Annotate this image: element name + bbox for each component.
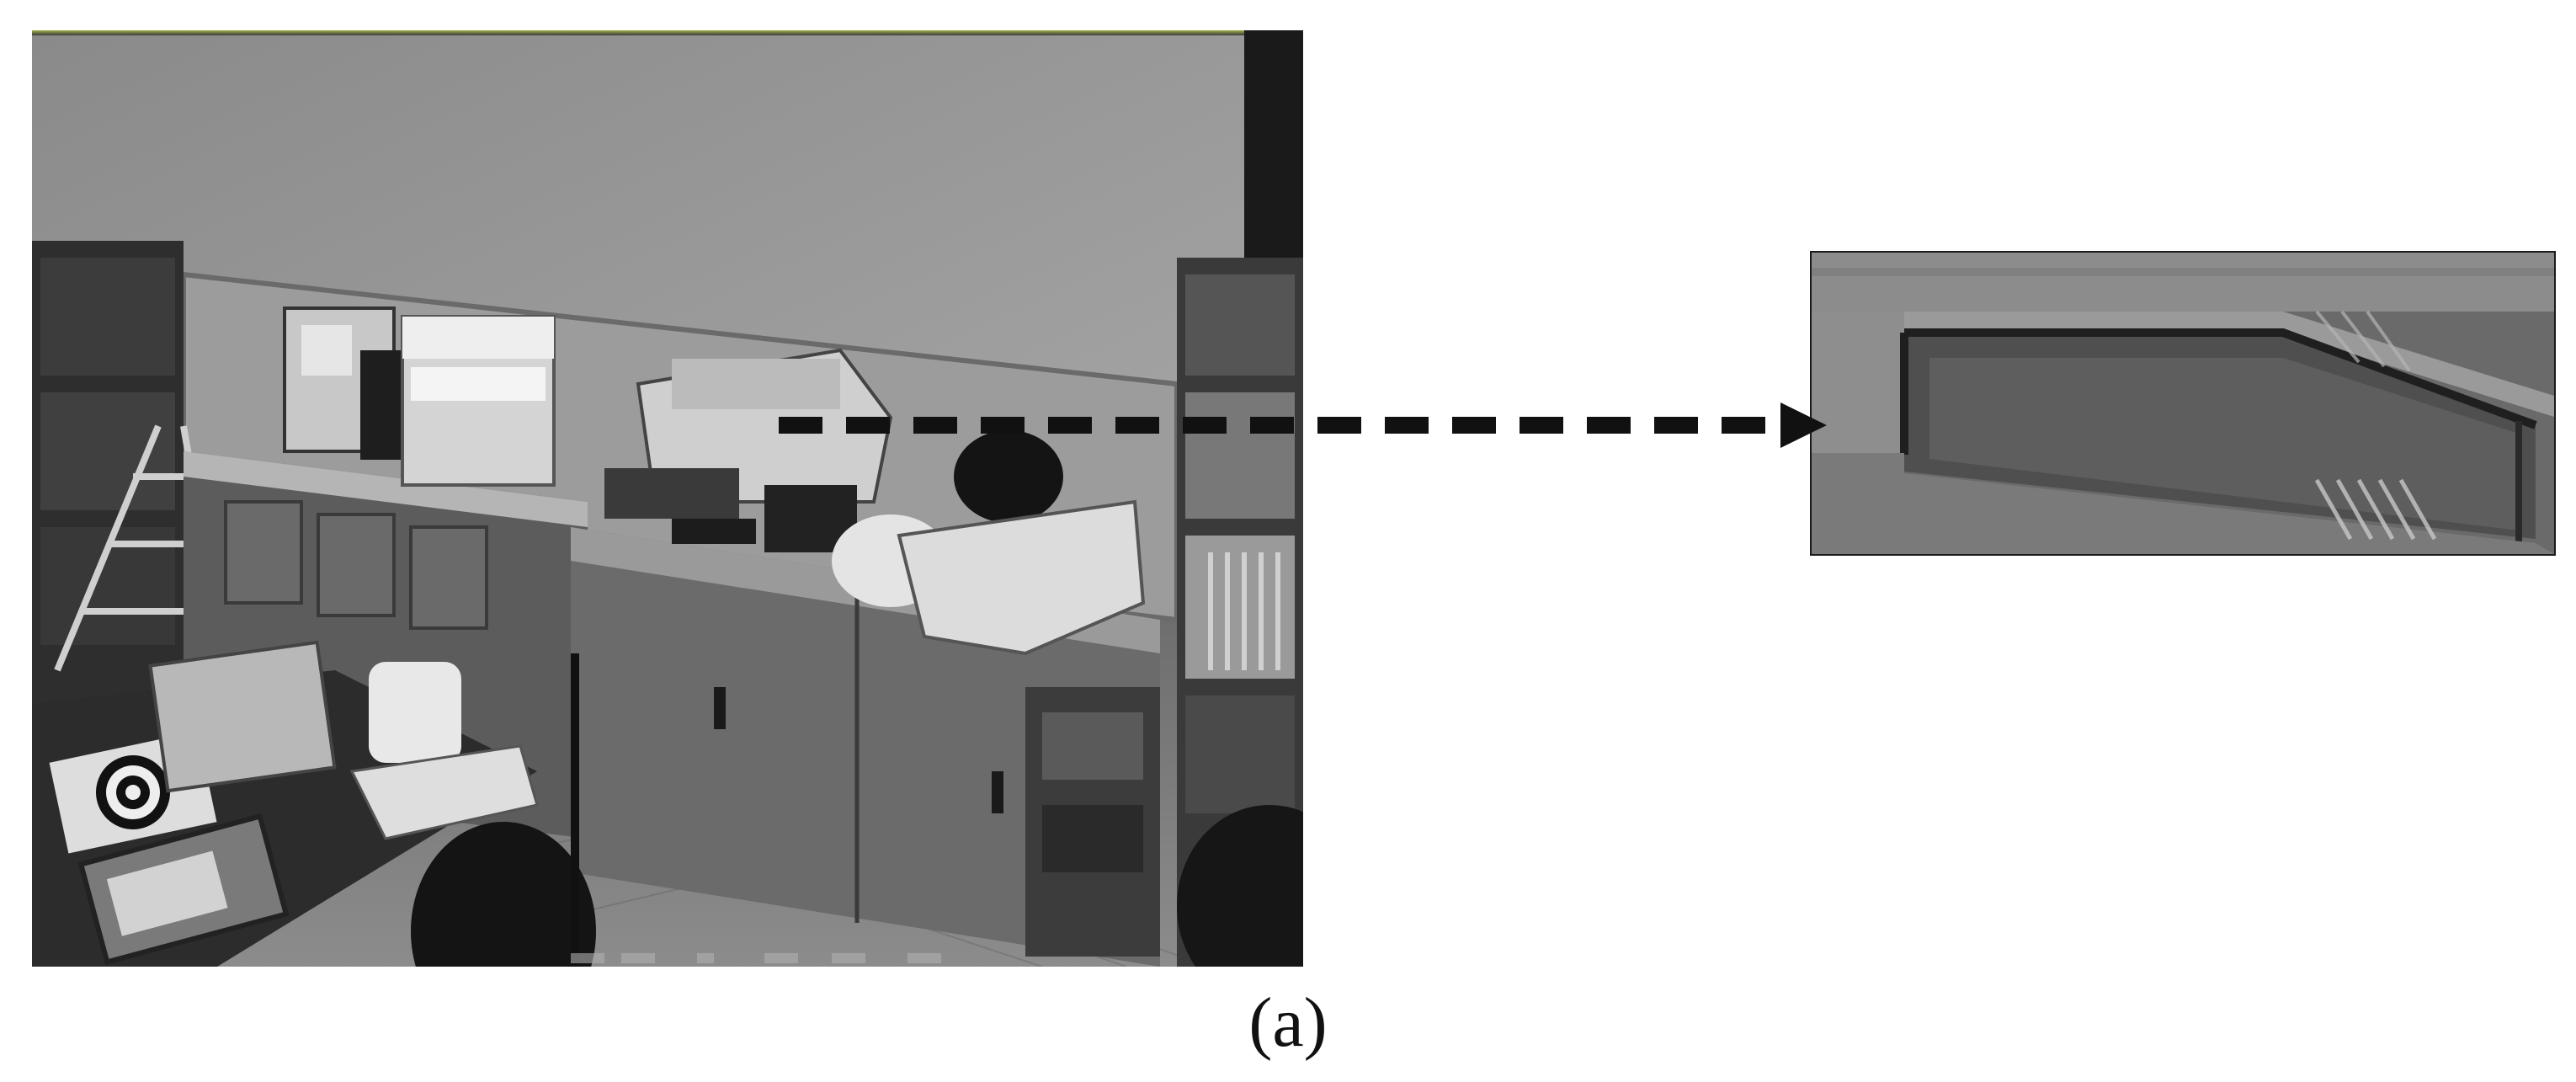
zoomed-detail xyxy=(1810,251,2556,556)
desk-box xyxy=(148,640,337,793)
person-silhouette-left xyxy=(411,822,596,967)
figure-caption: (a) xyxy=(1248,983,1328,1062)
surveillance-photo xyxy=(32,30,1303,967)
helmet xyxy=(954,430,1063,523)
white-bag xyxy=(369,662,461,763)
person-silhouette-right xyxy=(1177,805,1303,967)
